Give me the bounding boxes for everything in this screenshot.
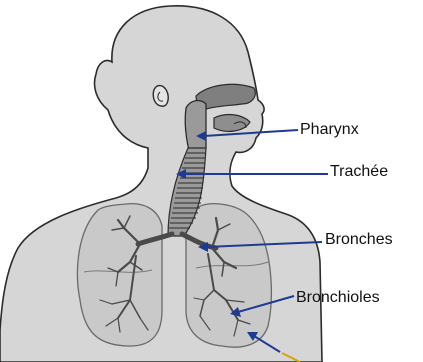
label-pharynx: Pharynx	[300, 122, 359, 138]
right-lung	[77, 204, 162, 346]
ear	[153, 86, 168, 107]
label-bronches: Bronches	[325, 232, 393, 248]
label-trachee: Trachée	[330, 164, 388, 180]
label-bronchioles: Bronchioles	[296, 290, 380, 306]
